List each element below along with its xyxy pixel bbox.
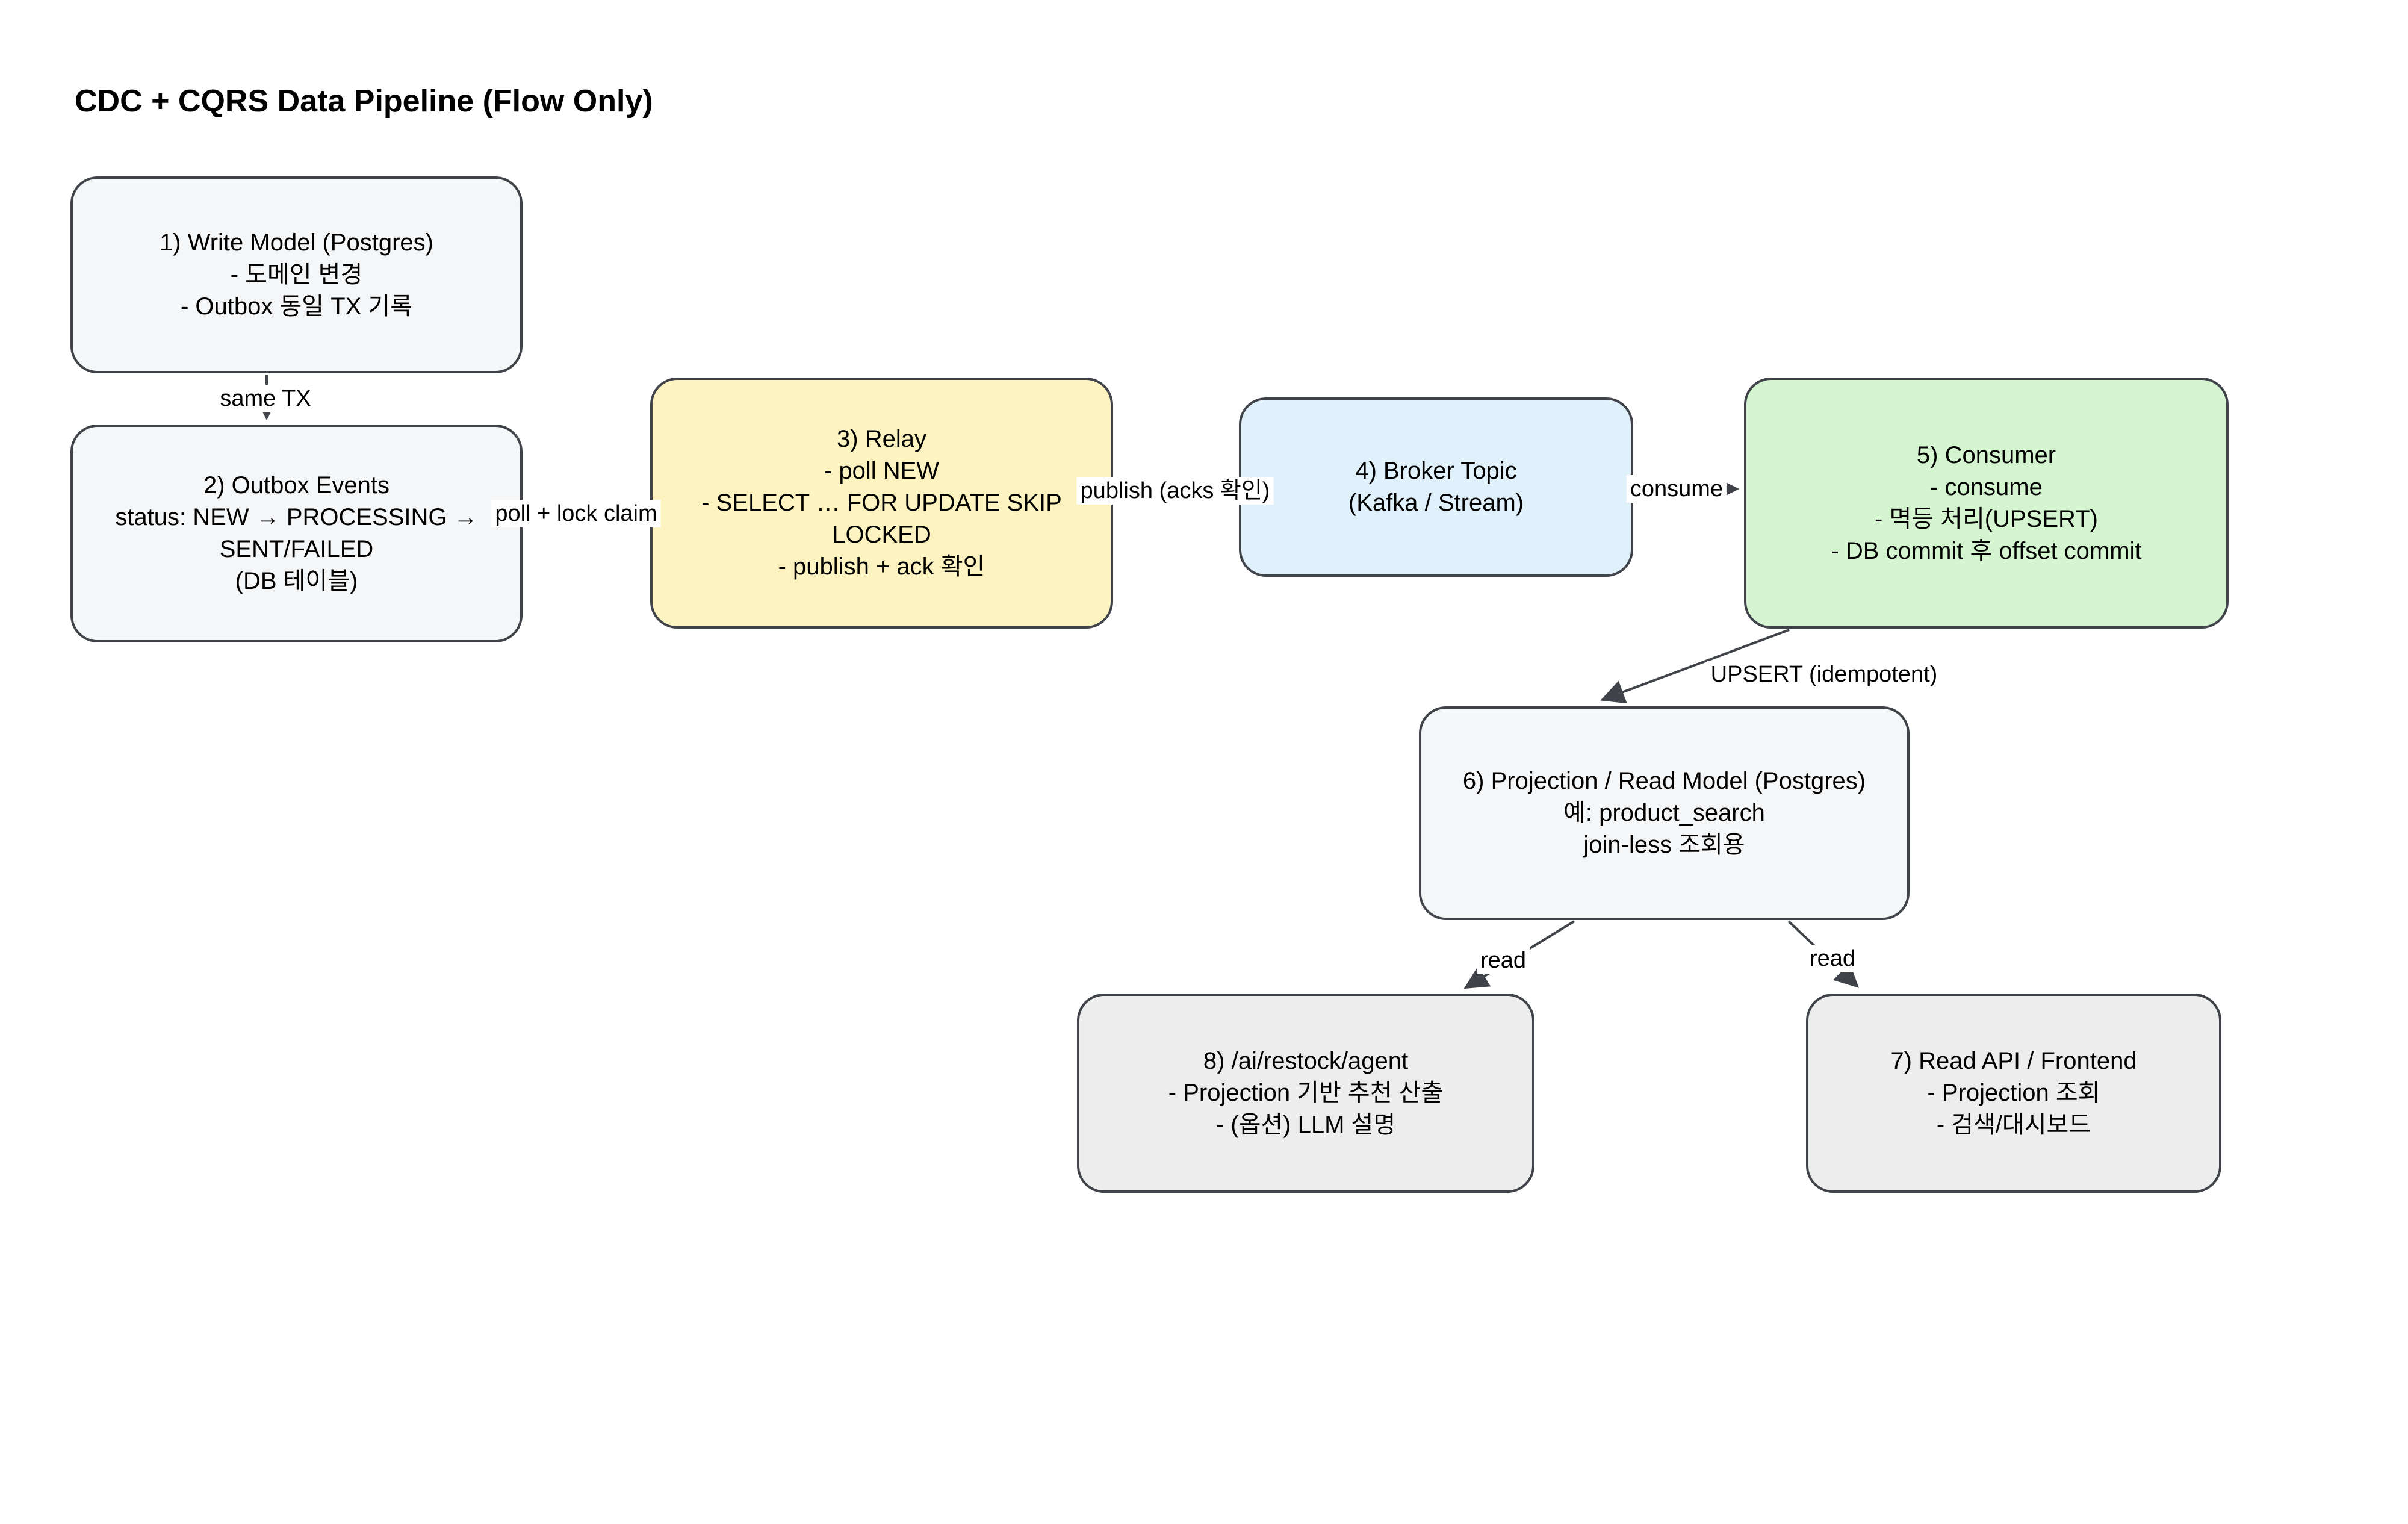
node-line: - SELECT … FOR UPDATE SKIP <box>701 490 1062 516</box>
node-relay: 3) Relay - poll NEW - SELECT … FOR UPDAT… <box>650 378 1113 629</box>
edge-label-read-left: read <box>1476 947 1530 974</box>
edge-label-same-tx: same TX <box>216 385 315 412</box>
node-line: - consume <box>1930 473 2043 500</box>
node-line: 1) Write Model (Postgres) <box>160 229 433 256</box>
edge-label-poll-lock-claim: poll + lock claim <box>491 500 661 527</box>
node-line: - 멱등 처리(UPSERT) <box>1875 505 2098 532</box>
node-line: join-less 조회용 <box>1583 832 1745 858</box>
edge-upsert-line <box>1600 629 1790 704</box>
node-line: 2) Outbox Events <box>203 472 390 499</box>
node-line: - poll NEW <box>824 458 940 484</box>
node-line: 7) Read API / Frontend <box>1890 1048 2137 1074</box>
node-line: (DB 테이블) <box>235 568 358 594</box>
node-line: (Kafka / Stream) <box>1348 490 1524 516</box>
node-line: 5) Consumer <box>1916 441 2056 468</box>
node-line: LOCKED <box>832 521 931 548</box>
node-line: - Outbox 동일 TX 기록 <box>180 293 413 320</box>
node-line: - Projection 조회 <box>1927 1080 2100 1106</box>
node-line: status: NEW → PROCESSING → <box>115 504 478 530</box>
node-line: - 검색/대시보드 <box>1936 1112 2091 1138</box>
node-line: SENT/FAILED <box>219 536 374 562</box>
node-line: 8) /ai/restock/agent <box>1203 1048 1409 1074</box>
node-line: 3) Relay <box>837 426 926 452</box>
node-line: - (옵션) LLM 설명 <box>1215 1112 1396 1138</box>
node-line: - 도메인 변경 <box>230 261 363 288</box>
node-line: - Projection 기반 추천 산출 <box>1168 1080 1444 1106</box>
node-line: 예: product_search <box>1563 800 1765 826</box>
node-restock-agent: 8) /ai/restock/agent - Projection 기반 추천 … <box>1077 994 1534 1193</box>
node-read-api: 7) Read API / Frontend - Projection 조회 -… <box>1806 994 2221 1193</box>
node-broker-topic: 4) Broker Topic (Kafka / Stream) <box>1239 397 1633 577</box>
edge-label-upsert: UPSERT (idempotent) <box>1707 661 1941 688</box>
node-line: - publish + ack 확인 <box>778 553 985 580</box>
edge-label-consume: consume <box>1626 475 1727 503</box>
edge-label-publish: publish (acks 확인) <box>1076 477 1274 505</box>
node-write-model: 1) Write Model (Postgres) - 도메인 변경 - Out… <box>70 176 523 373</box>
node-outbox-events: 2) Outbox Events status: NEW → PROCESSIN… <box>70 425 523 642</box>
node-consumer: 5) Consumer - consume - 멱등 처리(UPSERT) - … <box>1744 378 2229 629</box>
node-line: - DB commit 후 offset commit <box>1831 537 2142 564</box>
edge-label-read-right: read <box>1805 945 1860 972</box>
node-projection-read-model: 6) Projection / Read Model (Postgres) 예:… <box>1419 706 1910 920</box>
node-line: 4) Broker Topic <box>1355 458 1517 484</box>
node-line: 6) Projection / Read Model (Postgres) <box>1462 768 1866 794</box>
page-title: CDC + CQRS Data Pipeline (Flow Only) <box>75 84 653 119</box>
